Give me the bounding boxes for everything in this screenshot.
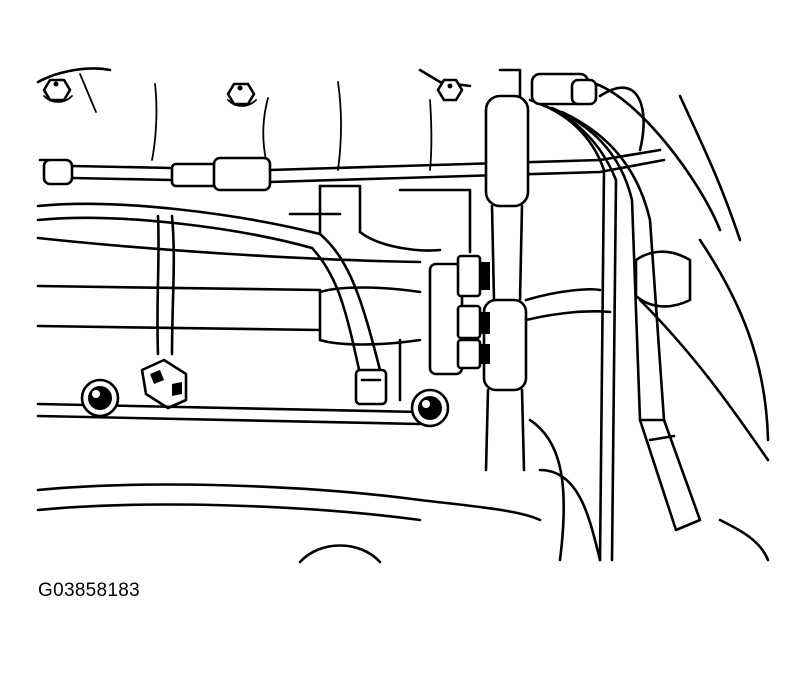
right-housing [528,238,770,562]
figure-code: G03858183 [38,580,141,601]
breather-hose [482,68,530,472]
cover-bolt-left [80,378,120,418]
top-bolt-middle [226,82,257,107]
solenoid-bracket [428,254,612,376]
top-bolt-left [42,78,73,103]
sensor-wire [140,214,188,410]
engine-line-drawing [36,67,770,564]
cover-bolt-right [410,388,450,428]
intake-assembly [288,184,472,402]
top-bolt-right [436,78,464,102]
cylinder-head-outline [36,67,742,242]
vacuum-hose [36,202,388,406]
throttle-cable [38,148,666,192]
valve-cover [36,236,542,564]
spark-plug-wires [528,72,702,562]
